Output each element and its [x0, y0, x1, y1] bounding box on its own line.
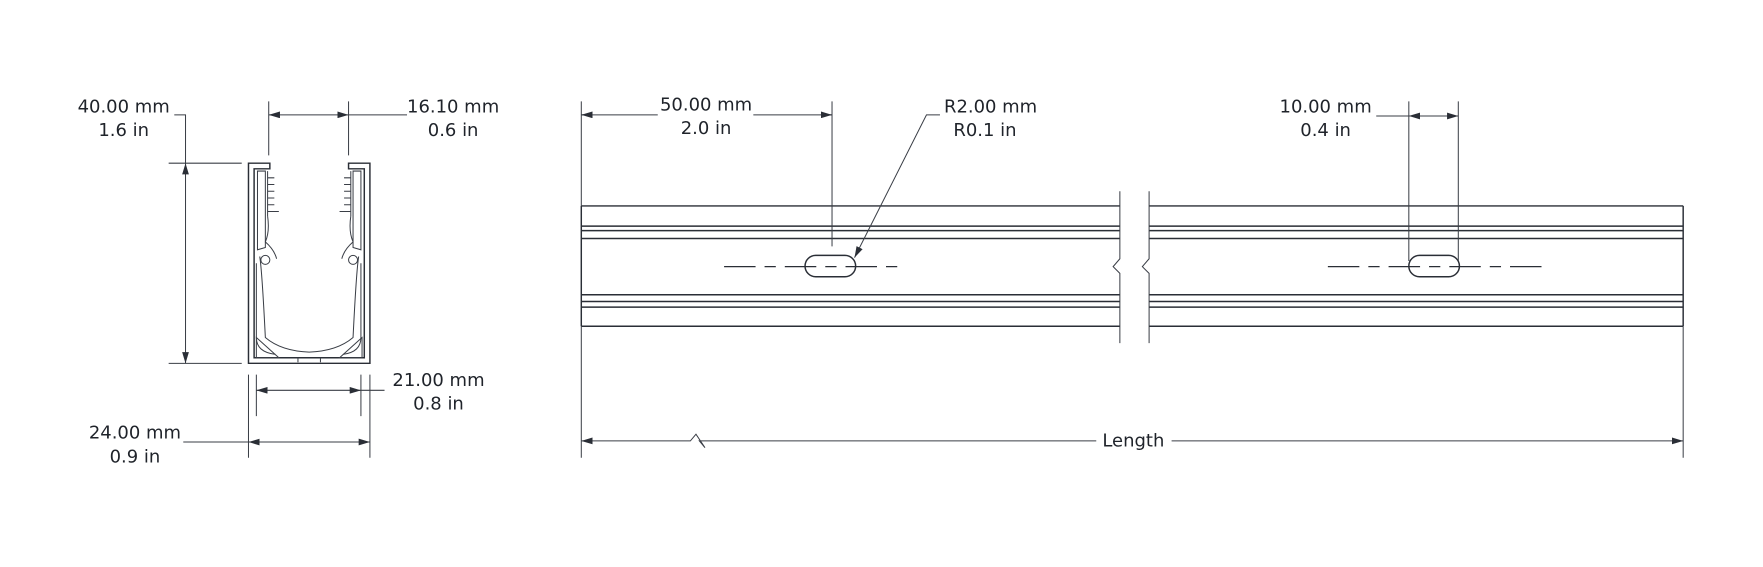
opening-dimension: 16.10 mm 0.6 in	[268, 97, 499, 156]
slot-length-mm: 10.00 mm	[1280, 97, 1372, 118]
length-label: Length	[1102, 431, 1164, 452]
channel-cross-section	[247, 162, 371, 365]
slot-radius-callout: R2.00 mm R0.1 in	[854, 97, 1037, 258]
height-mm: 40.00 mm	[78, 97, 170, 118]
slot-length-dimension: 10.00 mm 0.4 in	[1280, 97, 1459, 262]
opening-mm: 16.10 mm	[407, 97, 499, 118]
height-in: 1.6 in	[98, 120, 149, 141]
channel-side-view	[580, 191, 1684, 344]
slot-radius-mm: R2.00 mm	[944, 97, 1037, 118]
inner-width-dimension: 21.00 mm 0.8 in	[255, 370, 485, 417]
inner-width-mm: 21.00 mm	[392, 370, 484, 391]
height-dimension: 40.00 mm 1.6 in	[78, 97, 242, 364]
break-line-right	[1141, 191, 1150, 344]
slot-radius-in: R0.1 in	[953, 120, 1016, 141]
outer-width-dimension: 24.00 mm 0.9 in	[89, 374, 371, 467]
slot-length-in: 0.4 in	[1300, 120, 1351, 141]
outer-width-in: 0.9 in	[110, 446, 161, 467]
break-line-left	[1112, 191, 1121, 344]
length-dimension: Length	[580, 326, 1684, 458]
inner-width-in: 0.8 in	[413, 393, 464, 414]
outer-width-mm: 24.00 mm	[89, 423, 181, 444]
slot-offset-dimension: 50.00 mm 2.0 in	[580, 94, 833, 247]
opening-in: 0.6 in	[428, 120, 479, 141]
slot-offset-mm: 50.00 mm	[660, 94, 752, 115]
slot-offset-in: 2.0 in	[681, 118, 732, 139]
